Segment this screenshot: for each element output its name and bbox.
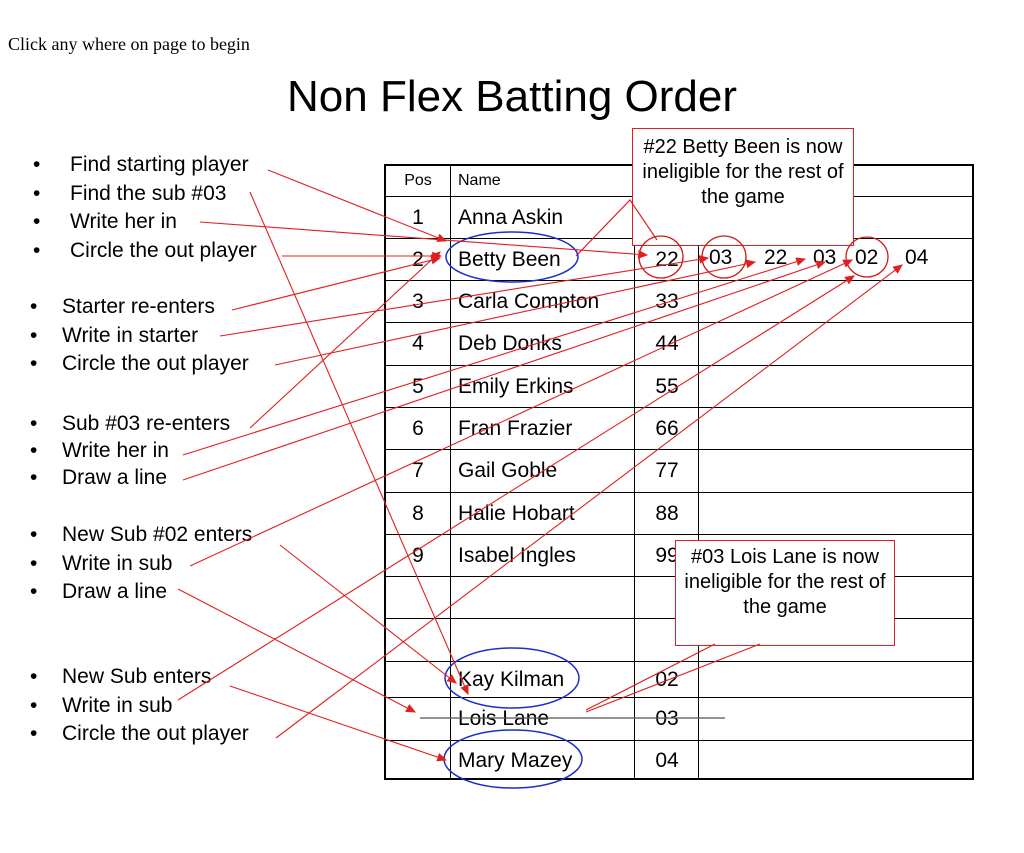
table-row: 6 Fran Frazier 66 bbox=[386, 407, 972, 449]
instruction-item: Draw a line bbox=[30, 578, 252, 607]
row-pos bbox=[386, 619, 450, 661]
row-pos bbox=[386, 741, 450, 780]
sub-entry: 02 bbox=[855, 246, 879, 269]
row-pos: 6 bbox=[412, 416, 424, 440]
instruction-item: New Sub #02 enters bbox=[30, 521, 252, 550]
sub-entry: 04 bbox=[905, 246, 929, 269]
row-pos bbox=[386, 577, 450, 618]
row-name: Betty Been bbox=[458, 247, 561, 271]
row-name: Anna Askin bbox=[458, 205, 564, 229]
row-pos: 7 bbox=[412, 459, 424, 482]
row-pos: 8 bbox=[412, 501, 424, 525]
instruction-group-5: New Sub enters Write in sub Circle the o… bbox=[30, 663, 249, 749]
batting-order-table: Pos Name 1 Anna Askin 11 2 Betty Been 22… bbox=[384, 164, 974, 780]
row-name: Fran Frazier bbox=[458, 416, 573, 440]
instruction-group-4: New Sub #02 enters Write in sub Draw a l… bbox=[30, 521, 252, 607]
row-pos: 4 bbox=[412, 332, 424, 355]
row-number: 02 bbox=[655, 667, 679, 691]
row-pos bbox=[386, 662, 450, 697]
instruction-item: Circle the out player bbox=[33, 237, 257, 266]
header-name: Name bbox=[458, 172, 501, 189]
instruction-item: Write in sub bbox=[30, 692, 249, 721]
instruction-item: New Sub enters bbox=[30, 663, 249, 692]
instruction-item: Find the sub #03 bbox=[33, 180, 257, 209]
row-name: Halie Hobart bbox=[458, 501, 575, 525]
instruction-item: Sub #03 re-enters bbox=[30, 410, 230, 437]
instruction-item: Write in starter bbox=[30, 322, 249, 351]
sub-entry: 22 bbox=[764, 246, 788, 269]
row-number: 03 bbox=[655, 707, 679, 730]
instruction-group-2: Starter re-enters Write in starter Circl… bbox=[30, 293, 249, 379]
row-number: 88 bbox=[655, 501, 679, 525]
instruction-item: Starter re-enters bbox=[30, 293, 249, 322]
row-number: 66 bbox=[655, 416, 679, 440]
row-number: 33 bbox=[655, 289, 679, 313]
row-pos: 1 bbox=[412, 205, 424, 229]
row-pos: 5 bbox=[412, 374, 424, 398]
page-title: Non Flex Batting Order bbox=[287, 72, 737, 121]
instruction-item: Find starting player bbox=[33, 151, 257, 180]
table-row: 3 Carla Compton 33 bbox=[386, 280, 972, 322]
instruction-group-3: Sub #03 re-enters Write her in Draw a li… bbox=[30, 410, 230, 491]
row-pos: 2 bbox=[412, 247, 424, 271]
row-pos bbox=[386, 698, 450, 740]
instruction-item: Write her in bbox=[30, 437, 230, 464]
row-number: 04 bbox=[655, 748, 679, 772]
row-pos: 3 bbox=[412, 289, 424, 313]
row-number: 77 bbox=[655, 459, 679, 482]
row-name: Deb Donks bbox=[458, 332, 562, 355]
instruction-item: Circle the out player bbox=[30, 720, 249, 749]
sub-entry: 03 bbox=[813, 246, 837, 269]
instruction-item: Write her in bbox=[33, 208, 257, 237]
table-row: 7 Gail Goble 77 bbox=[386, 449, 972, 492]
instruction-group-1: Find starting player Find the sub #03 Wr… bbox=[33, 151, 257, 265]
row-pos: 9 bbox=[412, 543, 424, 567]
callout-betty-ineligible: #22 Betty Been is now ineligible for the… bbox=[632, 128, 854, 246]
instruction-item: Circle the out player bbox=[30, 350, 249, 379]
table-row: 5 Emily Erkins 55 bbox=[386, 365, 972, 407]
row-name: Lois Lane bbox=[458, 707, 550, 730]
row-name: Emily Erkins bbox=[458, 374, 574, 398]
table-row: Mary Mazey 04 bbox=[386, 740, 972, 780]
instruction-item: Write in sub bbox=[30, 550, 252, 579]
row-name: Isabel Ingles bbox=[458, 543, 576, 567]
callout-lois-ineligible: #03 Lois Lane is now ineligible for the … bbox=[675, 540, 895, 646]
sub-entry: 03 bbox=[709, 246, 733, 269]
hint-text[interactable]: Click any where on page to begin bbox=[8, 34, 250, 54]
table-row: 8 Halie Hobart 88 bbox=[386, 492, 972, 534]
instruction-item: Draw a line bbox=[30, 464, 230, 491]
row-name: Gail Goble bbox=[458, 459, 558, 482]
table-row: Kay Kilman 02 bbox=[386, 661, 972, 697]
row-number: 55 bbox=[655, 374, 679, 398]
row-name: Kay Kilman bbox=[458, 667, 565, 691]
row-name: Carla Compton bbox=[458, 289, 600, 313]
table-row: Lois Lane 03 bbox=[386, 697, 972, 740]
table-row: 4 Deb Donks 44 bbox=[386, 322, 972, 365]
row-name: Mary Mazey bbox=[458, 748, 573, 772]
row-number: 44 bbox=[655, 332, 679, 355]
